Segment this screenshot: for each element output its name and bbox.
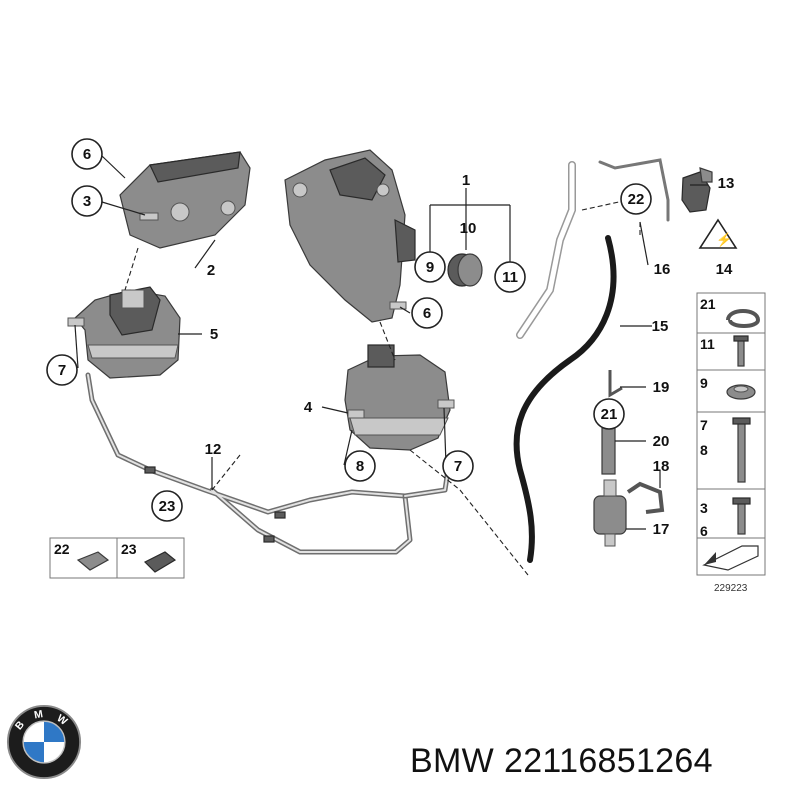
callout-4: 4 (304, 399, 313, 416)
logo-letter: M (33, 709, 43, 721)
callout-7-center: 7 (442, 450, 474, 482)
svg-text:8: 8 (356, 458, 364, 475)
callout-17: 17 (653, 521, 670, 538)
legend-item-9: 9 (700, 375, 708, 391)
rubber-bush-part-10 (447, 253, 483, 287)
callout-10: 10 (460, 220, 477, 237)
legend-item-8: 8 (700, 442, 708, 458)
legend-item-22: 22 (54, 541, 70, 557)
callout-18: 18 (653, 458, 670, 475)
legend-fasteners: 21 11 9 7 8 3 6 (696, 292, 766, 576)
svg-text:20: 20 (653, 433, 670, 450)
callout-5: 5 (210, 326, 218, 343)
legend-item-3: 3 (700, 500, 708, 516)
svg-text:3: 3 (83, 193, 91, 210)
callout-1: 1 (462, 172, 470, 189)
callout-14: 14 (716, 261, 733, 278)
legend-item-7: 7 (700, 417, 708, 433)
legend-item-11: 11 (700, 336, 715, 352)
warning-triangle-14: ⚡ (698, 218, 738, 249)
callout-3: 3 (71, 185, 103, 217)
svg-text:11: 11 (502, 269, 518, 286)
callout-11: 11 (494, 261, 526, 293)
svg-text:⚡: ⚡ (716, 232, 732, 248)
svg-text:14: 14 (716, 261, 733, 278)
filter-part-17 (593, 479, 627, 547)
callout-23: 23 (151, 490, 183, 522)
svg-text:16: 16 (654, 261, 671, 278)
connecting-pipe (516, 158, 670, 339)
leader-lines (74, 155, 708, 530)
engine-mount-part-4 (344, 344, 455, 451)
tube-part-20 (601, 425, 616, 475)
svg-text:6: 6 (83, 146, 91, 163)
callout-16: 16 (654, 261, 671, 278)
callout-20: 20 (653, 433, 670, 450)
legend-small-parts: 22 23 (49, 537, 185, 579)
svg-text:22: 22 (628, 191, 645, 208)
callout-13: 13 (718, 175, 735, 192)
svg-text:5: 5 (210, 326, 218, 343)
callout-21: 21 (593, 398, 625, 430)
svg-text:23: 23 (159, 498, 176, 515)
svg-text:6: 6 (423, 305, 431, 322)
svg-text:19: 19 (653, 379, 670, 396)
callout-9: 9 (414, 251, 446, 283)
svg-text:13: 13 (718, 175, 735, 192)
callout-19: 19 (653, 379, 670, 396)
sensor-part-13 (681, 167, 713, 213)
svg-text:7: 7 (454, 458, 462, 475)
legend-item-6: 6 (700, 523, 708, 539)
vacuum-line-part-12 (85, 372, 451, 555)
svg-text:21: 21 (601, 406, 618, 423)
svg-text:1: 1 (462, 172, 470, 189)
callout-12: 12 (205, 441, 222, 458)
legend-item-21: 21 (700, 296, 716, 312)
callout-2: 2 (207, 262, 215, 279)
legend-item-23: 23 (121, 541, 137, 557)
product-caption: BMW 22116851264 (410, 742, 723, 781)
svg-text:2: 2 (207, 262, 215, 279)
svg-text:15: 15 (652, 318, 669, 335)
clamp-part-18 (626, 481, 665, 514)
dashed-guides (124, 199, 641, 576)
svg-text:10: 10 (460, 220, 477, 237)
svg-text:9: 9 (426, 259, 434, 276)
callout-6-top: 6 (71, 138, 103, 170)
diagram-reference: 229223 (714, 583, 748, 594)
brand-name: BMW (410, 742, 494, 780)
callout-6-center: 6 (411, 297, 443, 329)
svg-text:17: 17 (653, 521, 670, 538)
svg-text:4: 4 (304, 399, 313, 416)
hose-part-15 (513, 235, 617, 563)
engine-mount-part-5 (67, 286, 181, 379)
bracket-part-2 (119, 151, 251, 249)
svg-text:18: 18 (653, 458, 670, 475)
svg-text:7: 7 (58, 362, 66, 379)
callout-7-left: 7 (46, 354, 78, 386)
callout-8: 8 (344, 450, 376, 482)
svg-text:12: 12 (205, 441, 222, 458)
fitting-part-19 (608, 370, 623, 398)
bracket-part-1 (284, 149, 416, 323)
callout-15: 15 (652, 318, 669, 335)
callout-22: 22 (620, 183, 652, 215)
part-number: 22116851264 (504, 742, 713, 780)
